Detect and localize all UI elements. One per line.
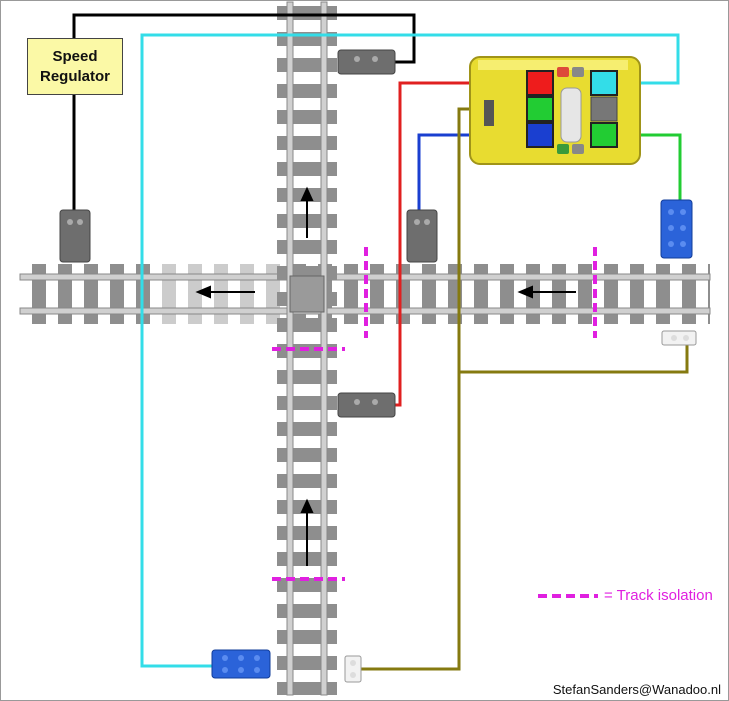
motor-brick-middle (337, 392, 396, 418)
crossing-center (289, 275, 325, 313)
light-sensor-right (660, 199, 693, 259)
speed-regulator-box: Speed Regulator (27, 38, 123, 95)
track-isolation-markers (272, 247, 597, 581)
rcx-port-red (526, 70, 554, 96)
rcx-port-blue (526, 122, 554, 148)
motor-brick-top (337, 49, 396, 75)
motor-brick-center (406, 209, 438, 263)
touch-sensor-bottom (344, 655, 362, 683)
motor-brick-left (59, 209, 91, 263)
rcx-controller (469, 56, 641, 165)
speed-regulator-line2: Regulator (39, 67, 110, 85)
rcx-port-cyan (590, 70, 618, 96)
touch-sensor-right (661, 330, 697, 346)
direction-arrows (195, 186, 576, 566)
rcx-port-green-left (526, 96, 554, 122)
legend-label: = Track isolation (604, 587, 713, 604)
speed-regulator-line1: Speed (52, 47, 98, 65)
credit-text: StefanSanders@Wanadoo.nl (552, 682, 721, 697)
rcx-port-green-right (590, 122, 618, 148)
light-sensor-bottom (211, 649, 271, 679)
